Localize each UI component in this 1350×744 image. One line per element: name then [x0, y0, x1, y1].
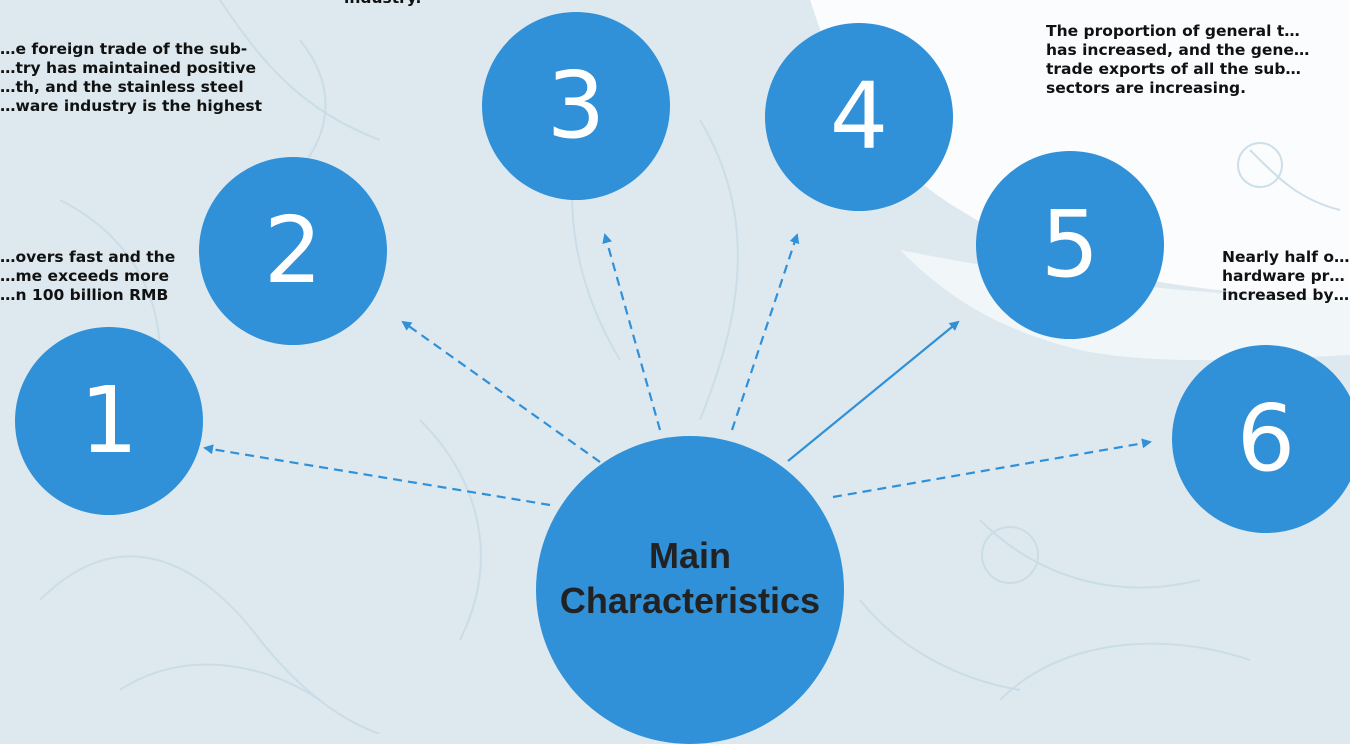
node-1-number: 1	[79, 367, 139, 474]
node-3-number: 3	[546, 52, 606, 159]
node-3-circle: 3	[482, 12, 670, 200]
arrow-to-node-5	[787, 320, 960, 462]
node-3-text: industry.	[344, 0, 484, 8]
main-label: Main Characteristics	[559, 535, 821, 621]
node-2-number: 2	[263, 197, 323, 304]
main-circle: Main Characteristics	[536, 436, 844, 744]
node-6-text: Nearly half o… hardware pr… increased by…	[1222, 248, 1350, 304]
node-4-circle: 4	[765, 23, 953, 211]
node-2-text: …e foreign trade of the sub- …try has ma…	[0, 40, 263, 115]
node-5-text: The proportion of general t… has increas…	[1046, 22, 1310, 97]
node-1-text: …overs fast and the …me exceeds more …n …	[0, 248, 176, 304]
node-6-circle: 6	[1172, 345, 1350, 533]
node-4-number: 4	[829, 63, 889, 170]
node-6-number: 6	[1236, 385, 1296, 492]
node-2-circle: 2	[199, 157, 387, 345]
arrow-to-node-4	[730, 233, 800, 431]
arrow-to-node-6	[832, 438, 1152, 499]
arrow-to-node-2	[401, 320, 601, 463]
node-1-circle: 1	[15, 327, 203, 515]
arrow-to-node-1	[203, 444, 551, 507]
node-5-circle: 5	[976, 151, 1164, 339]
arrow-to-node-3	[602, 233, 662, 431]
node-5-number: 5	[1040, 191, 1100, 298]
